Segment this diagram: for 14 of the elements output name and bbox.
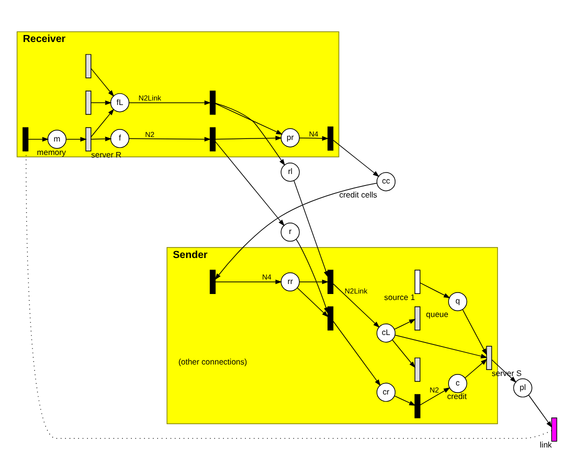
edge-label: N4	[308, 129, 318, 138]
node-label: server R	[91, 150, 122, 160]
node-label: link	[540, 440, 552, 450]
edge-label: N2	[145, 130, 154, 140]
node-label: memory	[36, 148, 66, 157]
node-label: source 1	[384, 293, 415, 302]
edge-label: N2Link	[344, 286, 368, 296]
node-label: credit	[447, 392, 467, 402]
label: (other connections)	[178, 357, 248, 366]
edge-label: N2Link	[138, 94, 162, 103]
node-label: credit cells	[339, 190, 378, 200]
edge-label: N2	[430, 385, 439, 394]
node-label: queue	[426, 310, 448, 320]
edge-label: N4	[262, 272, 272, 282]
